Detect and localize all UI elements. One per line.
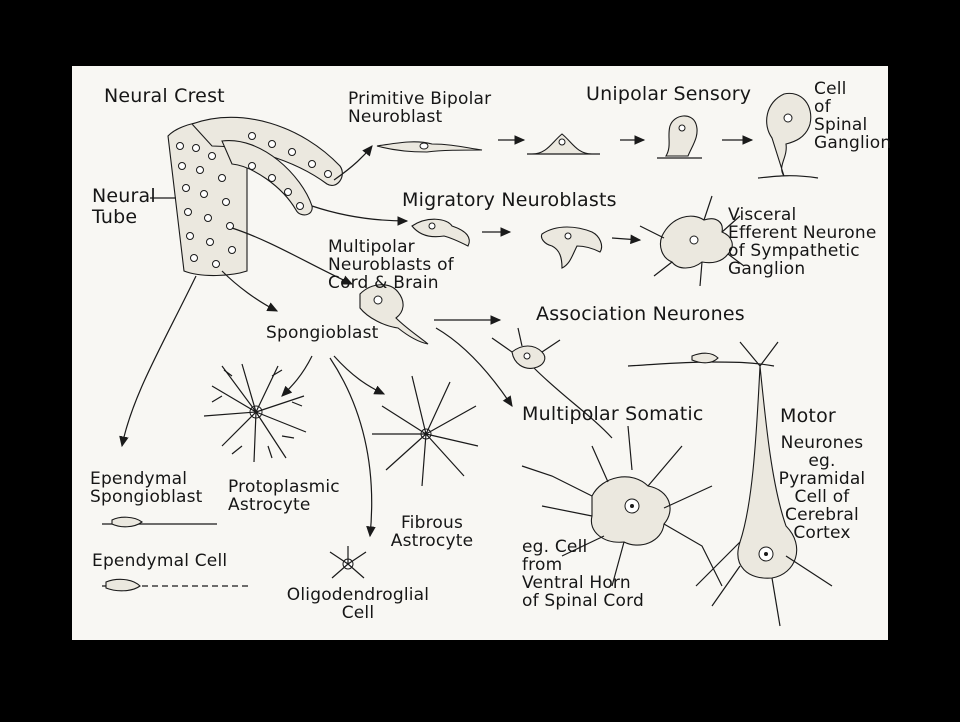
neural-tube-nuclei <box>176 132 332 268</box>
ependymal-drawings <box>102 516 250 592</box>
label-cell-of-spinal-ganglion: Cell of Spinal Ganglion <box>814 79 892 153</box>
label-spongioblast: Spongioblast <box>266 323 379 343</box>
unipolar-sensory-series <box>376 92 819 179</box>
label-ependymal-spongioblast: Ependymal Spongioblast <box>90 469 203 507</box>
label-unipolar-sensory: Unipolar Sensory <box>586 83 752 105</box>
label-ependymal-cell: Ependymal Cell <box>92 551 228 571</box>
label-multipolar-neuroblasts: Multipolar Neuroblasts of Cord & Brain <box>328 237 454 293</box>
label-oligodendroglial-cell: Oligodendroglial Cell <box>286 585 430 623</box>
fibrous-astrocyte <box>372 375 479 487</box>
label-association-neurones: Association Neurones <box>536 303 745 325</box>
label-motor: Motor <box>780 405 836 427</box>
label-fibrous-astrocyte: Fibrous Astrocyte <box>390 513 474 551</box>
label-multipolar-somatic: Multipolar Somatic <box>522 403 704 425</box>
pyramidal-cell <box>695 341 833 627</box>
label-migratory-neuroblasts: Migratory Neuroblasts <box>402 189 617 211</box>
label-neural-tube: Neural Tube <box>92 185 156 228</box>
label-primitive-bipolar-neuroblast: Primitive Bipolar Neuroblast <box>348 89 492 127</box>
label-protoplasmic-astrocyte: Protoplasmic Astrocyte <box>228 477 340 515</box>
association-neurone <box>491 327 775 439</box>
label-eg-cell-ventral-horn: eg. Cell from Ventral Horn of Spinal Cor… <box>522 537 644 611</box>
oligodendroglial-drawing <box>329 546 367 579</box>
diagram-panel: Neural Crest Neural Tube Primitive Bipol… <box>72 66 892 640</box>
neural-tube-drawing <box>150 116 343 277</box>
lineage-arrows <box>119 135 754 538</box>
label-visceral-efferent-neurone: Visceral Efferent Neurone of Sympathetic… <box>728 205 877 279</box>
multipolar-neuroblast <box>359 284 429 345</box>
neuron-development-drawing <box>102 92 833 627</box>
multipolar-somatic-neurone <box>521 425 723 587</box>
label-neural-crest: Neural Crest <box>104 85 225 107</box>
migratory-series <box>411 195 745 287</box>
protoplasmic-astrocyte <box>203 363 307 463</box>
label-motor-neurones-pyramidal: Neurones eg. Pyramidal Cell of Cerebral … <box>778 433 866 543</box>
